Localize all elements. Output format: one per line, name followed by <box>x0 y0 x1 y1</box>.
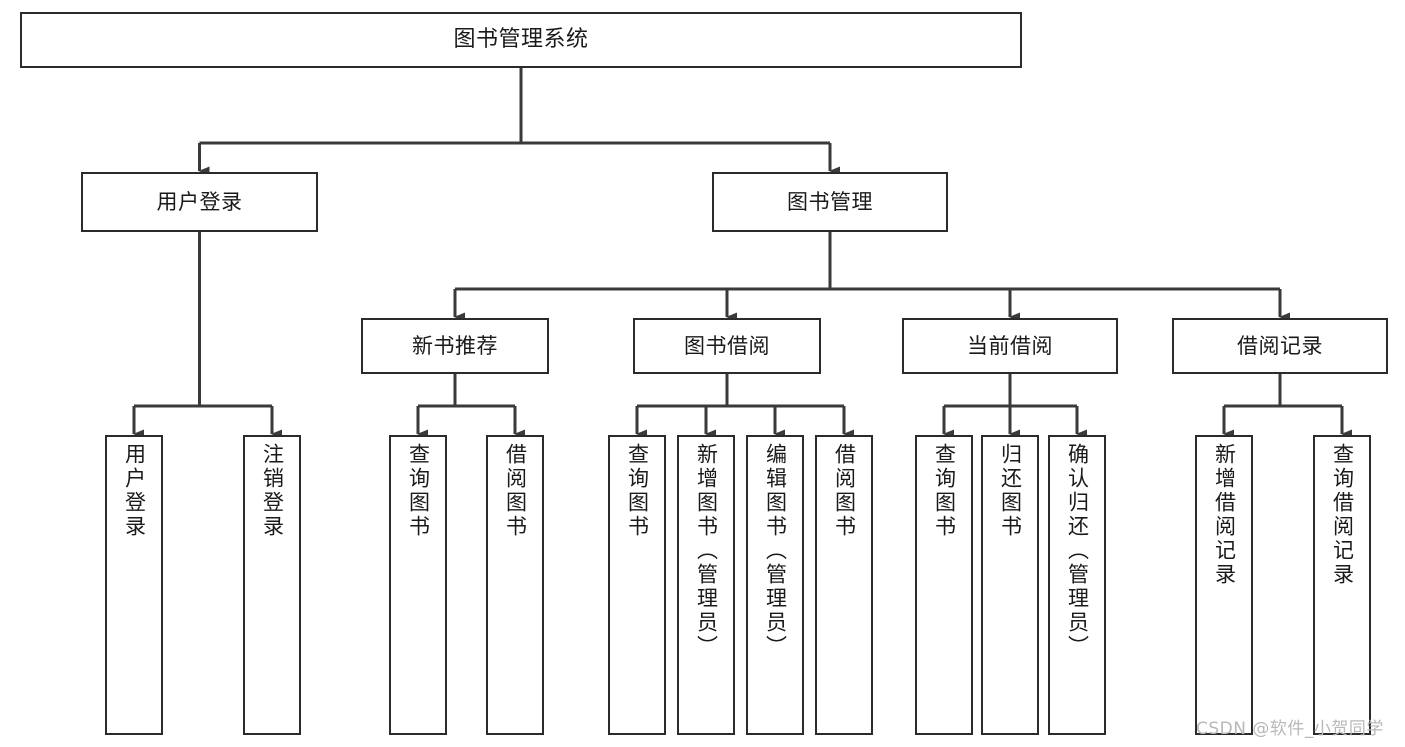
node-leaf-edit-book[interactable]: 编辑图书（管理员） <box>746 435 804 735</box>
node-root[interactable]: 图书管理系统 <box>20 12 1022 68</box>
node-leaf-add-book[interactable]: 新增图书（管理员） <box>677 435 735 735</box>
node-leaf-confirm-return[interactable]: 确认归还（管理员） <box>1048 435 1106 735</box>
node-leaf-query-book-current[interactable]: 查询图书 <box>915 435 973 735</box>
node-leaf-query-book-borrow-label: 查询图书 <box>625 443 650 539</box>
node-book-borrow[interactable]: 图书借阅 <box>633 318 821 374</box>
node-leaf-query-book-current-label: 查询图书 <box>932 443 957 539</box>
node-leaf-query-book-recommend[interactable]: 查询图书 <box>389 435 447 735</box>
node-leaf-borrow-book-label: 借阅图书 <box>832 443 857 539</box>
node-leaf-user-login[interactable]: 用户登录 <box>105 435 163 735</box>
node-leaf-borrow-book-recommend-label: 借阅图书 <box>503 443 528 539</box>
node-leaf-query-book-borrow[interactable]: 查询图书 <box>608 435 666 735</box>
node-borrow-record-label: 借阅记录 <box>1237 333 1323 358</box>
node-new-book-recommend-label: 新书推荐 <box>412 333 498 358</box>
node-user-login-label: 用户登录 <box>156 189 243 214</box>
node-new-book-recommend[interactable]: 新书推荐 <box>361 318 549 374</box>
node-leaf-user-login-label: 用户登录 <box>122 443 147 539</box>
node-book-management[interactable]: 图书管理 <box>712 172 948 232</box>
tree-connectors <box>132 68 1352 439</box>
node-current-borrow-label: 当前借阅 <box>967 333 1053 358</box>
node-leaf-add-borrow-record[interactable]: 新增借阅记录 <box>1195 435 1253 735</box>
node-borrow-record[interactable]: 借阅记录 <box>1172 318 1388 374</box>
node-leaf-add-book-label: 新增图书（管理员） <box>694 443 719 659</box>
node-leaf-edit-book-label: 编辑图书（管理员） <box>763 443 788 659</box>
node-book-management-label: 图书管理 <box>787 189 873 214</box>
node-leaf-logout[interactable]: 注销登录 <box>243 435 301 735</box>
node-current-borrow[interactable]: 当前借阅 <box>902 318 1118 374</box>
node-leaf-borrow-book-recommend[interactable]: 借阅图书 <box>486 435 544 735</box>
node-leaf-return-book-label: 归还图书 <box>998 443 1023 539</box>
node-leaf-confirm-return-label: 确认归还（管理员） <box>1065 443 1090 659</box>
node-leaf-query-borrow-record[interactable]: 查询借阅记录 <box>1313 435 1371 735</box>
node-root-label: 图书管理系统 <box>453 27 589 53</box>
node-leaf-query-borrow-record-label: 查询借阅记录 <box>1330 443 1355 587</box>
node-leaf-return-book[interactable]: 归还图书 <box>981 435 1039 735</box>
node-leaf-add-borrow-record-label: 新增借阅记录 <box>1212 443 1237 587</box>
node-leaf-borrow-book[interactable]: 借阅图书 <box>815 435 873 735</box>
node-leaf-logout-label: 注销登录 <box>260 443 285 539</box>
node-book-borrow-label: 图书借阅 <box>684 333 770 358</box>
node-user-login[interactable]: 用户登录 <box>81 172 318 232</box>
csdn-watermark: CSDN @软件_小贺同学 <box>1196 719 1384 739</box>
node-leaf-query-book-recommend-label: 查询图书 <box>406 443 431 539</box>
